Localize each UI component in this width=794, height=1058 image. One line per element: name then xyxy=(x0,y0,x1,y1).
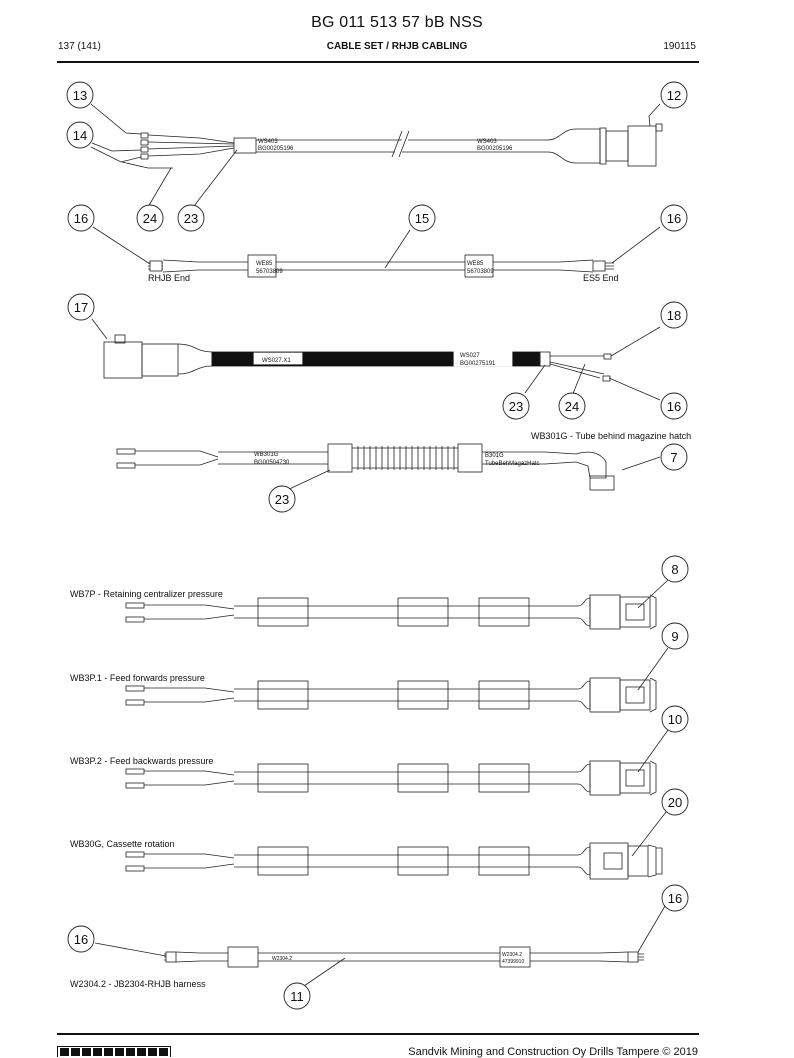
cable-wb30g xyxy=(125,811,667,880)
caption-wb301g: WB301G - Tube behind magazine hatch xyxy=(531,431,691,441)
callout-23-c: 23 xyxy=(275,492,289,507)
callout-23-a: 23 xyxy=(184,211,198,226)
label-we85-b-code: 56703809 xyxy=(467,269,494,275)
callout-16-c: 16 xyxy=(667,399,681,414)
cable-wb7p xyxy=(125,579,669,630)
label-w2304-b-code: 47399910 xyxy=(502,959,524,965)
caption-wb7p: WB7P - Retaining centralizer pressure xyxy=(70,589,223,599)
caption-wb30g: WB30G, Cassette rotation xyxy=(70,839,175,849)
caption-w2304: W2304.2 - JB2304-RHJB harness xyxy=(70,979,206,989)
label-ws403-b: WS403 xyxy=(477,139,497,145)
label-ws027-x1: WS027.X1 xyxy=(262,358,291,364)
callout-18: 18 xyxy=(667,308,681,323)
cable-wb301g xyxy=(116,443,661,493)
footer-rule xyxy=(57,1033,699,1035)
label-ws027: WS027 xyxy=(460,353,480,359)
label-ws027-code: BG00275191 xyxy=(460,361,496,367)
cable-w2304 xyxy=(94,905,666,987)
callout-14: 14 xyxy=(73,128,87,143)
label-b301g: B301G xyxy=(485,453,504,459)
label-wb301g-code: BG00504730 xyxy=(254,460,290,466)
company-logo xyxy=(57,1046,171,1057)
caption-wb3p1: WB3P.1 - Feed forwards pressure xyxy=(70,673,205,683)
callout-23-b: 23 xyxy=(509,399,523,414)
callout-12: 12 xyxy=(667,88,681,103)
footer-copyright: Sandvik Mining and Construction Oy Drill… xyxy=(408,1046,698,1058)
callout-9: 9 xyxy=(671,629,678,644)
cable-wb3p2 xyxy=(125,729,669,796)
document-number: BG 011 513 57 bB NSS xyxy=(311,14,483,31)
callout-17: 17 xyxy=(74,300,88,315)
callout-11: 11 xyxy=(290,989,304,1004)
cable-ws403 xyxy=(90,103,663,208)
page-number: 137 (141) xyxy=(58,41,101,52)
label-we85-a: WE85 xyxy=(256,261,273,267)
callout-8: 8 xyxy=(671,562,678,577)
label-ws403-b-code: BG00205196 xyxy=(477,146,513,152)
label-es5-end: ES5 End xyxy=(583,273,619,283)
callout-24-b: 24 xyxy=(565,399,579,414)
cable-ws027 xyxy=(91,318,661,401)
label-wb301g: WB301G xyxy=(254,452,279,458)
cable-we85 xyxy=(92,226,661,278)
callout-15: 15 xyxy=(415,211,429,226)
caption-wb3p2: WB3P.2 - Feed backwards pressure xyxy=(70,756,213,766)
label-w2304-a: W2304.2 xyxy=(272,956,292,962)
callout-16-e: 16 xyxy=(668,891,682,906)
header-rule xyxy=(57,61,699,63)
label-w2304-b: W2304.2 xyxy=(502,952,522,958)
section-title: CABLE SET / RHJB CABLING xyxy=(326,41,468,52)
document-date: 190115 xyxy=(663,41,696,52)
callout-16-a: 16 xyxy=(74,211,88,226)
callout-13: 13 xyxy=(73,88,87,103)
label-b301g-name: TubeBehMagazHatc xyxy=(485,461,539,467)
callout-24-a: 24 xyxy=(143,211,157,226)
cable-wb3p1 xyxy=(125,647,669,713)
label-we85-a-code: 56703809 xyxy=(256,269,283,275)
callout-16-d: 16 xyxy=(74,932,88,947)
callout-10: 10 xyxy=(668,712,682,727)
callout-20: 20 xyxy=(668,795,682,810)
label-rhjb-end: RHJB End xyxy=(148,273,190,283)
callout-16-b: 16 xyxy=(667,211,681,226)
callout-7: 7 xyxy=(670,450,677,465)
label-ws403-a-code: BG00205196 xyxy=(258,146,294,152)
label-ws403-a: WS403 xyxy=(258,139,278,145)
label-we85-b: WE85 xyxy=(467,261,484,267)
